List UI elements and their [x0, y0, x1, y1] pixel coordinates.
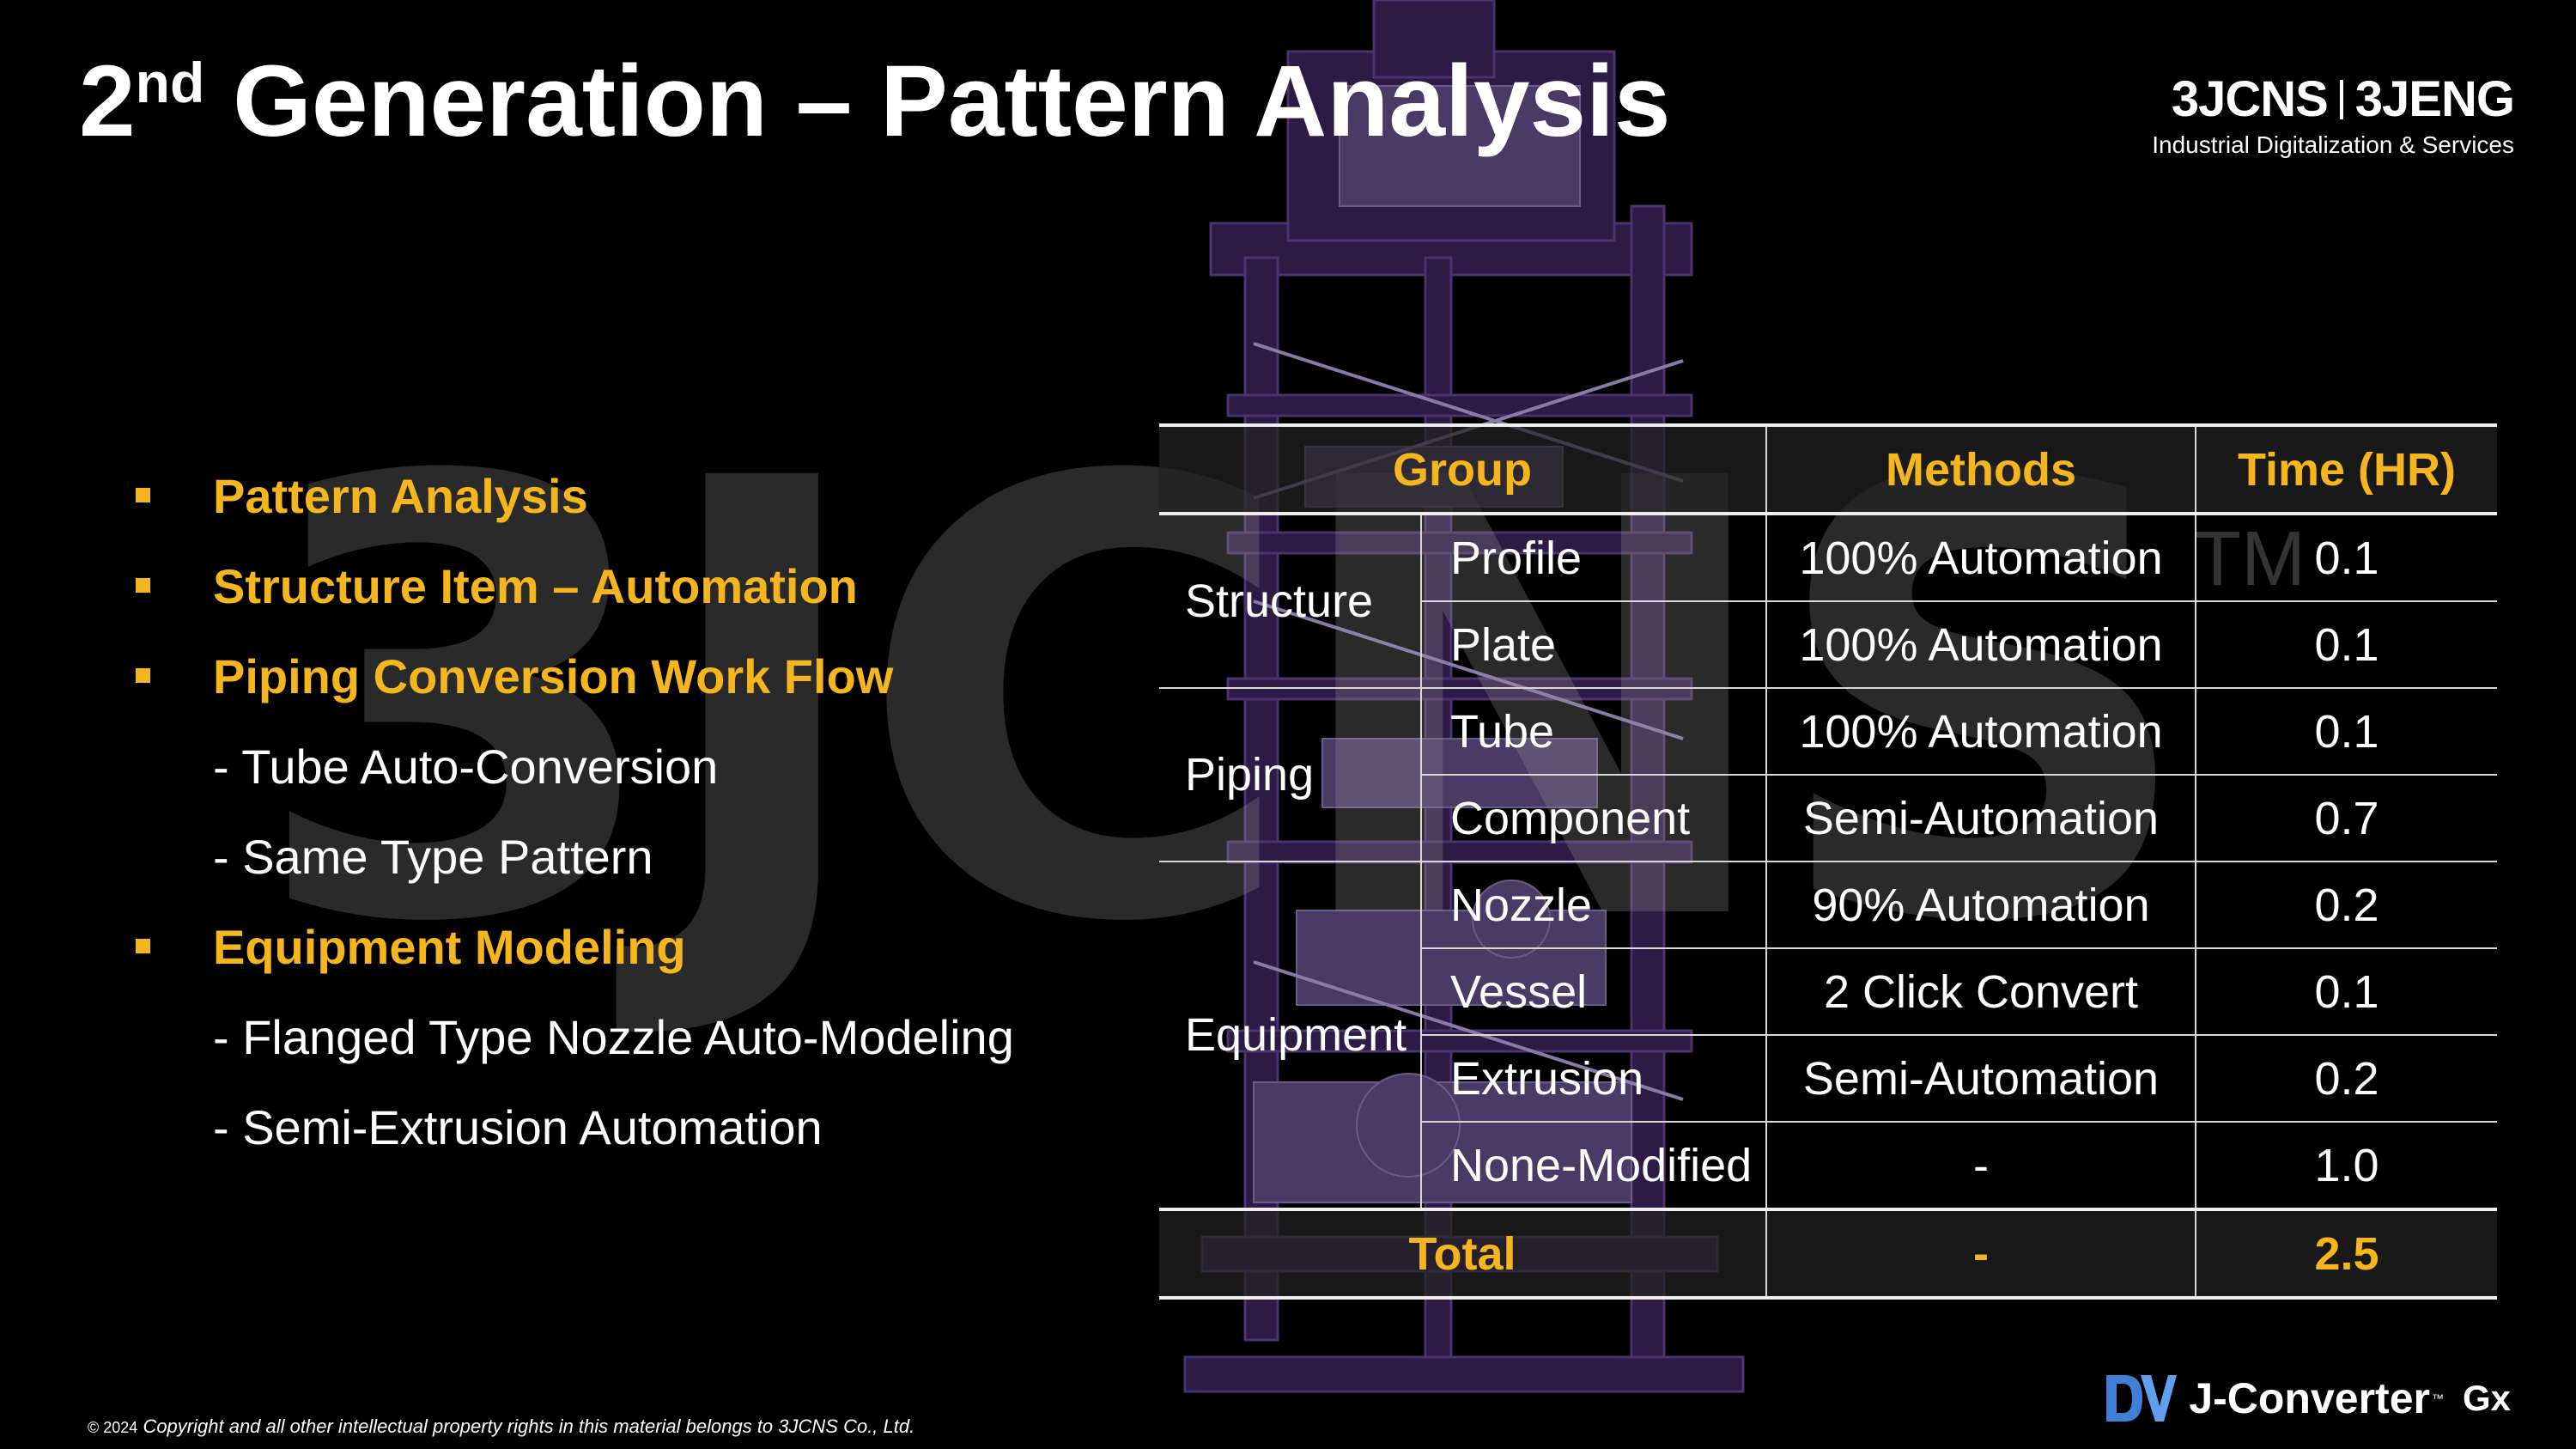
title-text: Generation – Pattern Analysis — [204, 45, 1671, 158]
method-cell: - — [1765, 1122, 2196, 1210]
header-methods: Methods — [1765, 423, 2196, 515]
table-row: Component Semi-Automation 0.7 — [1159, 775, 2497, 862]
brand-logo: 3JCNS 3JENG Industrial Digitalization & S… — [2152, 70, 2515, 159]
bullet-marker — [136, 578, 150, 593]
method-cell: 100% Automation — [1765, 601, 2196, 689]
bullet-text: - Same Type Pattern — [213, 830, 653, 884]
brand-separator — [2339, 80, 2343, 119]
method-cell: 100% Automation — [1765, 514, 2196, 602]
sub-bullet-item: - Semi-Extrusion Automation — [129, 1082, 1014, 1172]
sub-bullet-item: - Same Type Pattern — [129, 812, 1014, 902]
bullet-text: Equipment Modeling — [213, 920, 686, 974]
item-cell: None-Modified — [1420, 1122, 1766, 1210]
method-cell: Semi-Automation — [1765, 775, 2196, 862]
bullet-text: - Tube Auto-Conversion — [213, 740, 719, 794]
group-cell: Piping — [1159, 688, 1421, 862]
time-cell: 0.1 — [2195, 601, 2497, 689]
item-cell: Component — [1420, 775, 1766, 862]
bullet-item: Piping Conversion Work Flow — [129, 631, 1014, 721]
item-cell: Nozzle — [1420, 861, 1766, 949]
bullet-text: Structure Item – Automation — [213, 559, 858, 613]
brand-tagline: Industrial Digitalization & Services — [2152, 131, 2514, 158]
time-cell: 0.1 — [2195, 514, 2497, 602]
header-group: Group — [1159, 423, 1766, 515]
time-cell: 0.1 — [2195, 948, 2497, 1036]
bullet-item: Pattern Analysis — [129, 451, 1014, 541]
table-header-row: Group Methods Time (HR) — [1159, 423, 2497, 515]
bullet-text: Piping Conversion Work Flow — [213, 649, 894, 703]
copyright-footer: © 2024 Copyright and all other intellect… — [88, 1416, 914, 1438]
bullet-item: Equipment Modeling — [129, 902, 1014, 992]
sub-bullet-item: - Flanged Type Nozzle Auto-Modeling — [129, 992, 1014, 1082]
table-row: Piping Tube 100% Automation 0.1 — [1159, 688, 2497, 862]
bullet-text: Pattern Analysis — [213, 469, 588, 523]
table-row: Equipment Nozzle 90% Automation 0.2 — [1159, 861, 2497, 1210]
product-trademark: ™ — [2431, 1391, 2444, 1405]
item-cell: Profile — [1420, 514, 1766, 602]
total-method: - — [1765, 1208, 2196, 1300]
copyright-text: Copyright and all other intellectual pro… — [143, 1416, 915, 1437]
item-cell: Tube — [1420, 688, 1766, 776]
time-cell: 0.2 — [2195, 861, 2497, 949]
dv-logo-icon — [2106, 1375, 2178, 1422]
sub-bullet-item: - Tube Auto-Conversion — [129, 721, 1014, 812]
time-cell: 0.1 — [2195, 688, 2497, 776]
table-row: Vessel 2 Click Convert 0.1 — [1159, 948, 2497, 1036]
total-time: 2.5 — [2195, 1208, 2497, 1300]
title-ordinal: nd — [135, 51, 205, 114]
bullet-item: Structure Item – Automation — [129, 541, 1014, 631]
header-time: Time (HR) — [2195, 423, 2497, 515]
table-row: Extrusion Semi-Automation 0.2 — [1159, 1035, 2497, 1123]
bullet-marker — [136, 939, 150, 953]
total-label: Total — [1159, 1208, 1766, 1300]
product-suffix: Gx — [2462, 1378, 2511, 1418]
method-cell: 100% Automation — [1765, 688, 2196, 776]
brand-left: 3JCNS — [2171, 71, 2329, 127]
item-cell: Extrusion — [1420, 1035, 1766, 1123]
group-cell: Structure — [1159, 514, 1421, 689]
table-total-row: Total - 2.5 — [1159, 1208, 2497, 1300]
time-cell: 1.0 — [2195, 1122, 2497, 1210]
table-row: Plate 100% Automation 0.1 — [1159, 601, 2497, 689]
bullet-list: Pattern Analysis Structure Item – Automa… — [129, 451, 1014, 1172]
product-name: J-Converter — [2189, 1374, 2430, 1422]
table-row: None-Modified - 1.0 — [1159, 1122, 2497, 1210]
time-cell: 0.2 — [2195, 1035, 2497, 1123]
page-title: 2nd Generation – Pattern Analysis — [79, 43, 1670, 160]
bullet-marker — [136, 488, 150, 502]
group-cell: Equipment — [1159, 861, 1421, 1210]
title-number: 2 — [79, 45, 136, 158]
analysis-table: Group Methods Time (HR) Structure Profil… — [1159, 423, 2497, 1300]
method-cell: Semi-Automation — [1765, 1035, 2196, 1123]
method-cell: 90% Automation — [1765, 861, 2196, 949]
method-cell: 2 Click Convert — [1765, 948, 2196, 1036]
item-cell: Vessel — [1420, 948, 1766, 1036]
item-cell: Plate — [1420, 601, 1766, 689]
bullet-text: - Flanged Type Nozzle Auto-Modeling — [213, 1010, 1014, 1064]
bullet-marker — [136, 668, 150, 683]
time-cell: 0.7 — [2195, 775, 2497, 862]
brand-right: 3JENG — [2354, 71, 2515, 127]
table-row: Structure Profile 100% Automation 0.1 — [1159, 514, 2497, 689]
bullet-text: - Semi-Extrusion Automation — [213, 1100, 823, 1154]
copyright-year: © 2024 — [88, 1419, 138, 1436]
